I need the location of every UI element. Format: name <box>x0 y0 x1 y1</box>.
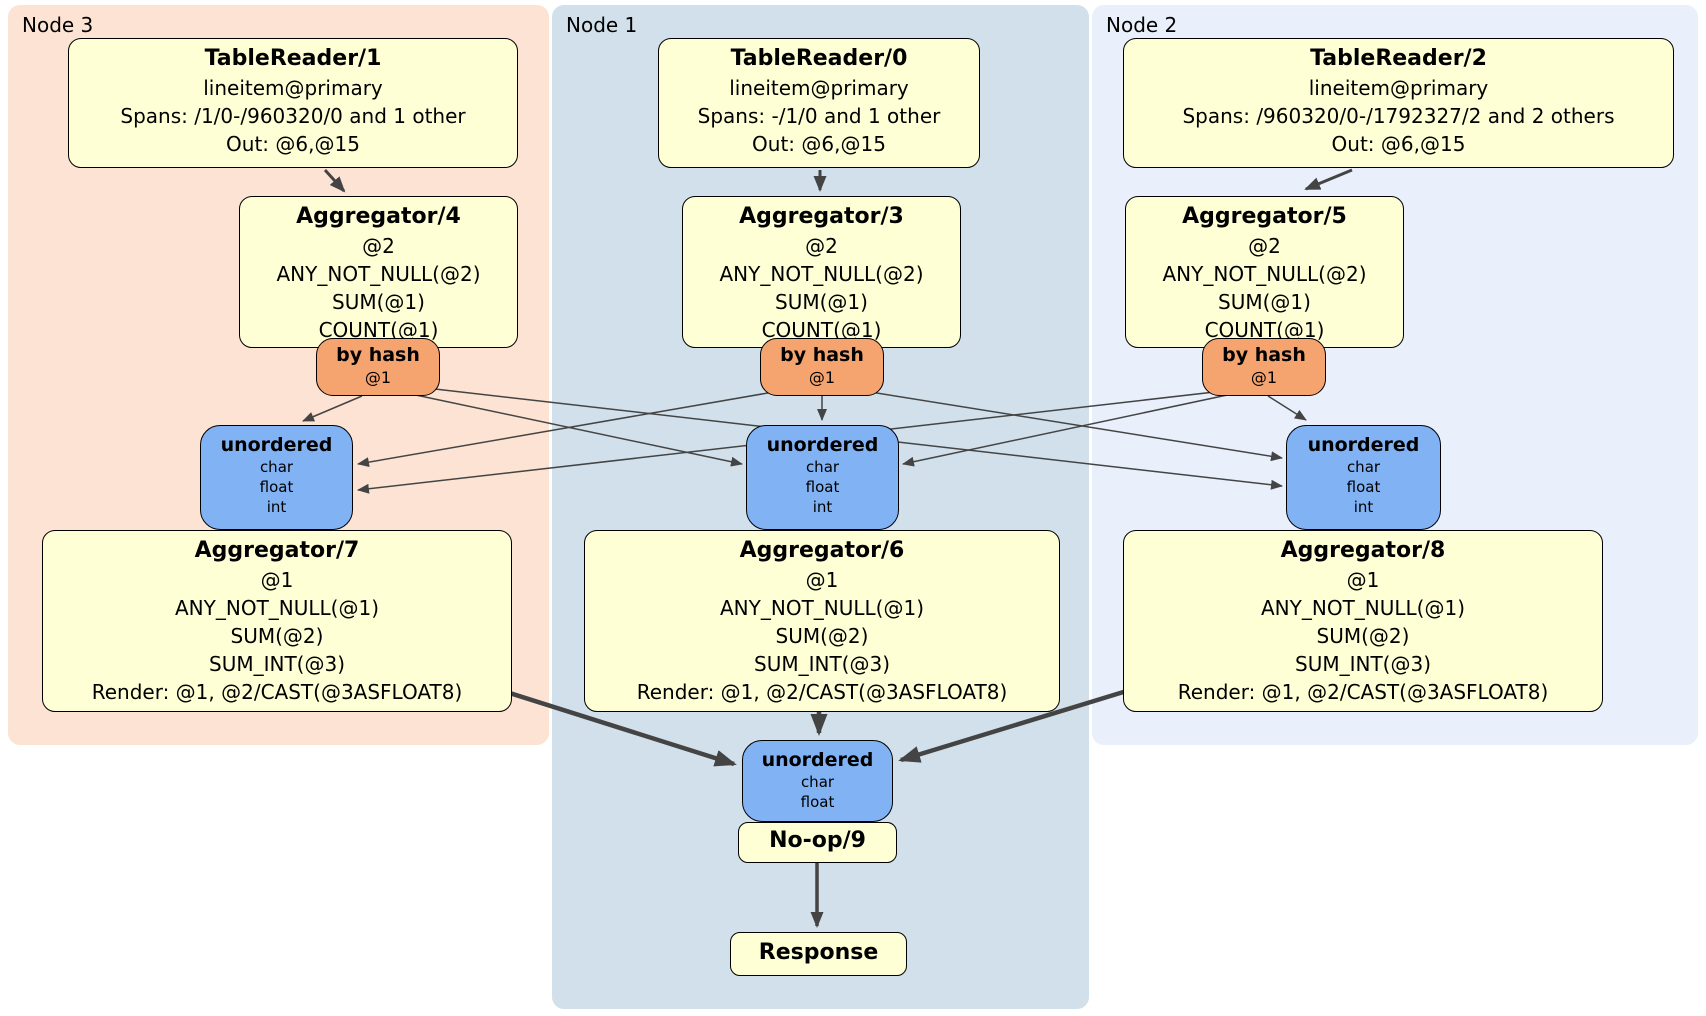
sync-col-char: char <box>1346 458 1381 476</box>
hash-router-node3: by hash @1 <box>316 338 440 396</box>
aggregator-7-fn1: ANY_NOT_NULL(@1) <box>175 596 379 620</box>
aggregator-6-render: Render: @1, @2/CAST(@3ASFLOAT8) <box>636 680 1008 704</box>
aggregator-3-box: Aggregator/3 @2 ANY_NOT_NULL(@2) SUM(@1)… <box>682 196 961 348</box>
sync-col-float: float <box>805 478 840 496</box>
aggregator-8-fn2: SUM(@2) <box>1316 624 1410 648</box>
aggregator-8-render: Render: @1, @2/CAST(@3ASFLOAT8) <box>1177 680 1549 704</box>
sync-col-float: float <box>800 793 835 811</box>
unordered-sync-final: unordered char float <box>742 740 893 822</box>
tablereader-1-title: TableReader/1 <box>204 46 382 71</box>
sync-col-char: char <box>259 458 294 476</box>
hash-router-node1: by hash @1 <box>760 338 884 396</box>
aggregator-8-title: Aggregator/8 <box>1280 538 1446 563</box>
aggregator-5-title: Aggregator/5 <box>1182 204 1347 229</box>
aggregator-6-title: Aggregator/6 <box>739 538 905 563</box>
hash-router-node3-label: by hash <box>336 344 420 366</box>
tablereader-1-box: TableReader/1 lineitem@primary Spans: /1… <box>68 38 518 168</box>
aggregator-4-title: Aggregator/4 <box>296 204 461 229</box>
aggregator-6-fn3: SUM_INT(@3) <box>754 652 890 676</box>
tablereader-1-index: lineitem@primary <box>203 76 383 100</box>
aggregator-7-group: @1 <box>260 568 294 592</box>
aggregator-4-box: Aggregator/4 @2 ANY_NOT_NULL(@2) SUM(@1)… <box>239 196 518 348</box>
unordered-sync-final-label: unordered <box>761 749 874 771</box>
aggregator-4-fn2: SUM(@1) <box>332 290 425 314</box>
unordered-sync-node1-label: unordered <box>766 434 879 456</box>
aggregator-6-fn2: SUM(@2) <box>775 624 869 648</box>
aggregator-7-box: Aggregator/7 @1 ANY_NOT_NULL(@1) SUM(@2)… <box>42 530 512 712</box>
sync-col-int: int <box>812 498 833 516</box>
tablereader-2-box: TableReader/2 lineitem@primary Spans: /9… <box>1123 38 1674 168</box>
aggregator-5-group: @2 <box>1248 234 1281 258</box>
tablereader-0-index: lineitem@primary <box>729 76 909 100</box>
tablereader-2-out: Out: @6,@15 <box>1331 132 1466 156</box>
unordered-sync-node2-label: unordered <box>1307 434 1420 456</box>
sync-col-int: int <box>1353 498 1374 516</box>
tablereader-0-box: TableReader/0 lineitem@primary Spans: -/… <box>658 38 980 168</box>
response-box: Response <box>730 932 907 976</box>
response-title: Response <box>758 940 879 965</box>
aggregator-8-group: @1 <box>1346 568 1380 592</box>
hash-router-node3-key: @1 <box>364 368 392 387</box>
tablereader-0-spans: Spans: -/1/0 and 1 other <box>697 104 941 128</box>
tablereader-1-spans: Spans: /1/0-/960320/0 and 1 other <box>120 104 466 128</box>
aggregator-5-box: Aggregator/5 @2 ANY_NOT_NULL(@2) SUM(@1)… <box>1125 196 1404 348</box>
sync-col-int: int <box>266 498 287 516</box>
aggregator-7-fn3: SUM_INT(@3) <box>209 652 345 676</box>
hash-router-node1-key: @1 <box>808 368 836 387</box>
sync-col-char: char <box>805 458 840 476</box>
aggregator-6-group: @1 <box>805 568 839 592</box>
aggregator-4-fn1: ANY_NOT_NULL(@2) <box>276 262 481 286</box>
unordered-sync-node2: unordered char float int <box>1286 425 1441 530</box>
sync-col-float: float <box>1346 478 1381 496</box>
hash-router-node2-label: by hash <box>1222 344 1306 366</box>
sync-col-char: char <box>800 773 835 791</box>
node-2-label: Node 2 <box>1106 13 1178 37</box>
aggregator-6-box: Aggregator/6 @1 ANY_NOT_NULL(@1) SUM(@2)… <box>584 530 1060 712</box>
hash-router-node1-label: by hash <box>780 344 864 366</box>
aggregator-8-fn1: ANY_NOT_NULL(@1) <box>1261 596 1465 620</box>
aggregator-3-title: Aggregator/3 <box>739 204 904 229</box>
aggregator-6-fn1: ANY_NOT_NULL(@1) <box>720 596 924 620</box>
noop-box: No-op/9 <box>738 822 897 863</box>
aggregator-3-fn2: SUM(@1) <box>775 290 868 314</box>
hash-router-node2-key: @1 <box>1250 368 1278 387</box>
aggregator-3-fn1: ANY_NOT_NULL(@2) <box>719 262 924 286</box>
aggregator-3-group: @2 <box>805 234 838 258</box>
unordered-sync-node1: unordered char float int <box>746 425 899 530</box>
hash-router-node2: by hash @1 <box>1202 338 1326 396</box>
aggregator-4-group: @2 <box>362 234 395 258</box>
aggregator-8-box: Aggregator/8 @1 ANY_NOT_NULL(@1) SUM(@2)… <box>1123 530 1603 712</box>
aggregator-5-fn2: SUM(@1) <box>1218 290 1311 314</box>
unordered-sync-node3-label: unordered <box>220 434 333 456</box>
node-3-label: Node 3 <box>22 13 94 37</box>
aggregator-7-title: Aggregator/7 <box>194 538 360 563</box>
tablereader-2-index: lineitem@primary <box>1308 76 1489 100</box>
aggregator-5-fn1: ANY_NOT_NULL(@2) <box>1162 262 1367 286</box>
tablereader-2-title: TableReader/2 <box>1310 46 1487 71</box>
tablereader-1-out: Out: @6,@15 <box>226 132 360 156</box>
tablereader-2-spans: Spans: /960320/0-/1792327/2 and 2 others <box>1182 104 1615 128</box>
sync-col-float: float <box>259 478 294 496</box>
node-1-label: Node 1 <box>566 13 638 37</box>
unordered-sync-node3: unordered char float int <box>200 425 353 530</box>
aggregator-7-render: Render: @1, @2/CAST(@3ASFLOAT8) <box>91 680 463 704</box>
aggregator-7-fn2: SUM(@2) <box>230 624 324 648</box>
noop-title: No-op/9 <box>769 828 866 853</box>
aggregator-8-fn3: SUM_INT(@3) <box>1295 652 1431 676</box>
tablereader-0-out: Out: @6,@15 <box>752 132 886 156</box>
tablereader-0-title: TableReader/0 <box>730 46 908 71</box>
